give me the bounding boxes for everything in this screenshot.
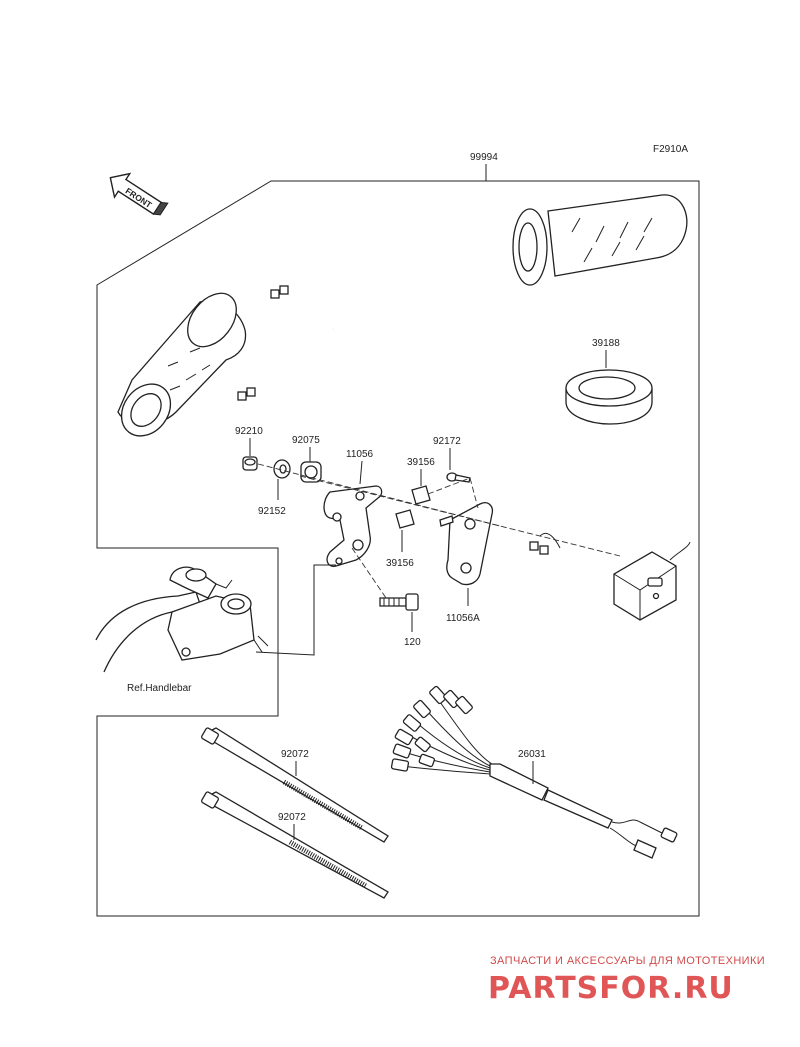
part-label-92210: 92210 [235, 426, 263, 437]
ref-handlebar-label: Ref.Handlebar [127, 683, 192, 694]
collar-92210 [242, 456, 258, 471]
part-label-39188: 39188 [592, 338, 620, 349]
ring-39188 [565, 369, 653, 425]
handlebar-reference [95, 566, 269, 673]
part-label-39156-lower: 39156 [386, 558, 414, 569]
part-label-99994: 99994 [470, 152, 498, 163]
part-label-92072-lower: 92072 [278, 812, 306, 823]
wiring-harness-26031 [390, 685, 678, 859]
figure-code: F2910A [653, 144, 688, 155]
part-label-92172: 92172 [433, 436, 461, 447]
watermark-brand: PARTSFOR.RU [488, 971, 734, 1006]
assembly-frame [96, 180, 700, 917]
pad-39156-upper [411, 485, 431, 505]
washer-92152 [273, 459, 291, 479]
part-label-39156-upper: 39156 [407, 457, 435, 468]
screw-92172 [446, 472, 471, 483]
part-label-11056: 11056 [346, 449, 374, 460]
front-arrow-icon: FRONT [109, 172, 169, 216]
cable-band-upper [201, 727, 389, 843]
bracket-11056a [439, 502, 494, 586]
cable-band-lower [201, 791, 389, 899]
bolt-120 [379, 593, 419, 611]
heater-switch-unit [494, 532, 691, 621]
part-label-92072-upper: 92072 [281, 749, 309, 760]
assembly-center-lines [257, 463, 621, 599]
right-heated-grip [237, 194, 688, 401]
part-label-11056a: 11056A [446, 613, 480, 624]
pad-39156-lower [395, 509, 415, 529]
leader-11056 [359, 460, 363, 485]
left-heated-grip [117, 254, 289, 437]
part-label-120: 120 [404, 637, 421, 648]
part-label-26031: 26031 [518, 749, 546, 760]
bracket-11056 [323, 485, 383, 567]
bush-92075 [300, 461, 322, 483]
part-label-92152: 92152 [258, 506, 286, 517]
watermark-tagline: ЗАПЧАСТИ И АКСЕССУАРЫ ДЛЯ МОТОТЕХНИКИ [490, 955, 765, 967]
part-label-92075: 92075 [292, 435, 320, 446]
handlebar-leader [255, 564, 336, 656]
